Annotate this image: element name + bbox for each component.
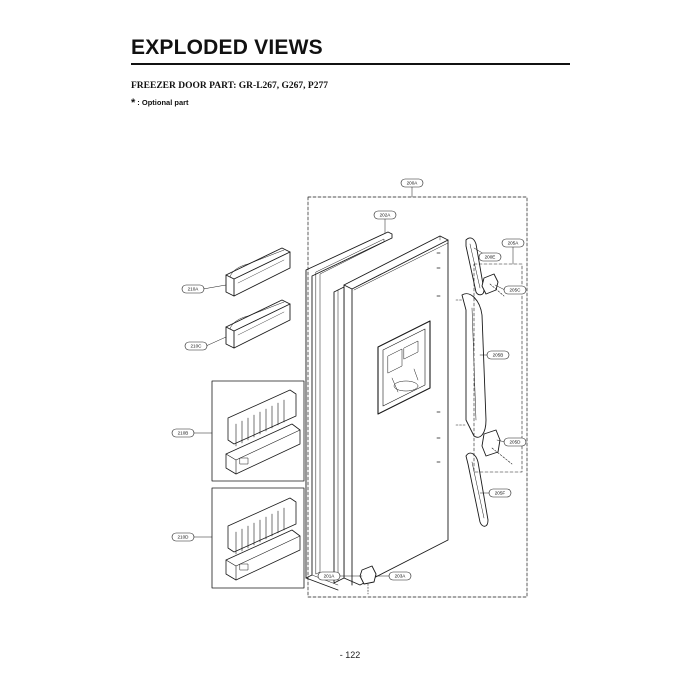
wire-shelf-upper	[225, 389, 301, 475]
handle-cap-bottom	[465, 452, 489, 527]
callout-205A: 205A	[501, 238, 525, 248]
handle-bracket-upper	[481, 273, 505, 297]
callout-210D: 210D	[171, 532, 195, 542]
callout-label: 205D	[510, 440, 522, 445]
handle-assembly-frame	[473, 263, 523, 473]
callout-202A: 202A	[373, 210, 397, 220]
callout-label: 205F	[495, 491, 506, 496]
door-basket-middle	[225, 299, 291, 349]
asterisk-symbol: *	[131, 97, 136, 109]
callout-label: 205A	[508, 241, 520, 246]
lower-hinge	[359, 565, 377, 595]
callout-label: 202A	[380, 213, 392, 218]
callout-200A: 200A	[400, 178, 424, 188]
callout-205C: 205C	[503, 285, 527, 295]
screw-marks	[436, 252, 441, 463]
dispenser-panel	[377, 320, 431, 415]
callout-label: 210C	[191, 344, 203, 349]
callout-label: 210A	[188, 287, 200, 292]
wire-shelf-group-upper	[211, 380, 305, 482]
door-basket-upper	[225, 247, 291, 297]
callout-label: 205C	[510, 288, 522, 293]
callout-label: 203A	[395, 574, 407, 579]
handle-cap-top	[465, 237, 485, 296]
optional-part-note: *: Optional part	[131, 97, 189, 109]
callout-label: 205B	[493, 353, 504, 358]
callout-201A: 201A	[317, 571, 341, 581]
callout-label: 210D	[178, 535, 190, 540]
page-number: - 122	[339, 650, 361, 660]
title-rule	[131, 63, 570, 65]
wire-shelf-lower	[225, 497, 301, 581]
handle-bracket-lower	[481, 429, 513, 465]
callout-210C: 210C	[184, 341, 208, 351]
door-assembly-frame	[307, 196, 528, 598]
callout-label: 200A	[407, 181, 419, 186]
callout-200E: 200E	[478, 252, 502, 262]
callout-205D: 205D	[503, 437, 527, 447]
optional-part-text: : Optional part	[137, 98, 189, 107]
callout-label: 200E	[485, 255, 496, 260]
page-title: EXPLODED VIEWS	[131, 36, 323, 59]
section-subtitle: FREEZER DOOR PART: GR-L267, G267, P277	[131, 81, 328, 91]
callout-205F: 205F	[488, 488, 512, 498]
door-gasket	[305, 231, 393, 591]
callout-205B: 205B	[486, 350, 510, 360]
callout-203A: 203A	[388, 571, 412, 581]
callout-210A: 210A	[181, 284, 205, 294]
freezer-door	[333, 235, 449, 586]
wire-shelf-group-lower	[211, 487, 305, 589]
handle-main	[455, 293, 487, 438]
callout-label: 210B	[178, 431, 189, 436]
callout-label: 201A	[324, 574, 336, 579]
callout-210B: 210B	[171, 428, 195, 438]
